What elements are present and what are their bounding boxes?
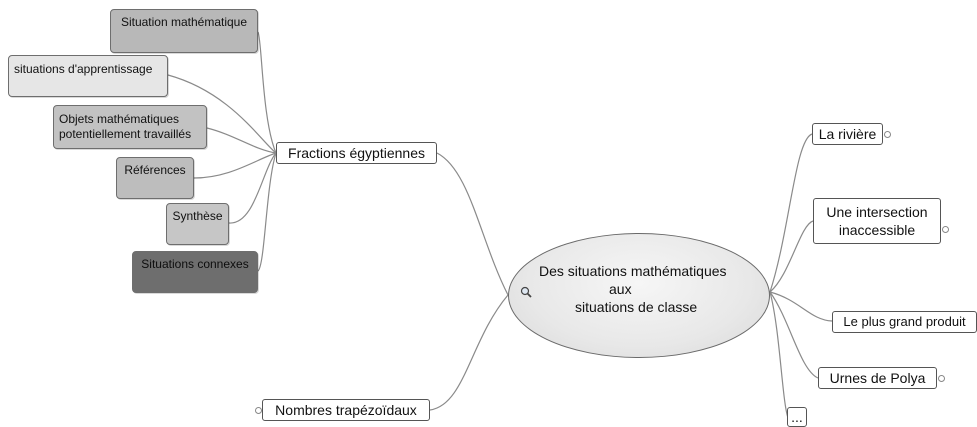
central-topic[interactable]: [508, 233, 770, 358]
connector-sub-5: [228, 152, 277, 224]
connector-center-urnes: [769, 291, 819, 379]
subtopic-situation-mathematique[interactable]: Situation mathématique: [110, 9, 258, 53]
connector-center-riviere: [769, 133, 813, 293]
subtopic-references[interactable]: Références: [116, 157, 194, 199]
connector-sub-3: [206, 127, 277, 154]
expand-toggle-intersection[interactable]: [942, 226, 949, 233]
topic-le-plus-grand-produit[interactable]: Le plus grand produit: [832, 311, 977, 333]
topic-urnes-de-polya[interactable]: Urnes de Polya: [818, 367, 937, 389]
subtopic-objets-mathematiques[interactable]: Objets mathématiques potentiellement tra…: [53, 105, 207, 149]
connector-sub-1: [257, 31, 277, 154]
topic-une-intersection-inaccessible[interactable]: Une intersection inaccessible: [813, 198, 941, 244]
expand-toggle-riviere[interactable]: [884, 131, 891, 138]
connector-sub-2: [167, 74, 277, 154]
subtopic-synthese[interactable]: Synthèse: [166, 203, 229, 245]
subtopic-situations-connexes[interactable]: Situations connexes: [132, 251, 258, 293]
connector-center-produit: [769, 291, 833, 322]
connector-sub-4: [193, 152, 277, 179]
topic-more-ellipsis[interactable]: ...: [787, 407, 807, 427]
central-topic-line-3: situations de classe: [575, 299, 698, 315]
subtopic-situations-apprentissage[interactable]: situations d'apprentissage: [8, 55, 168, 97]
connector-center-fractions: [436, 152, 509, 296]
magnifier-icon[interactable]: [520, 285, 532, 303]
topic-nombres-trapezoidaux[interactable]: Nombres trapézoïdaux: [262, 399, 430, 421]
central-topic-line-1: Des situations mathématiques: [539, 263, 727, 279]
expand-toggle-urnes[interactable]: [938, 375, 945, 382]
connector-center-ellipsis: [769, 291, 789, 419]
topic-la-riviere[interactable]: La rivière: [812, 123, 883, 145]
connector-center-intersection: [769, 220, 814, 293]
connector-sub-6: [257, 152, 277, 272]
connector-center-trapezoidaux: [429, 294, 509, 411]
expand-toggle-trapezoidaux[interactable]: [255, 407, 262, 414]
central-topic-line-2: aux: [609, 281, 632, 297]
topic-fractions-egyptiennes[interactable]: Fractions égyptiennes: [276, 142, 437, 164]
